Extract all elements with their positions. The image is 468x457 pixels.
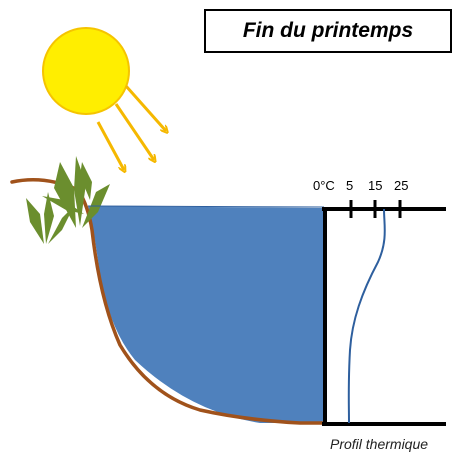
page-title: Fin du printemps xyxy=(242,19,414,42)
water-surface-line xyxy=(87,205,325,208)
scale-label-15: 15 xyxy=(368,178,383,193)
sun-ray-arrows xyxy=(96,85,166,170)
scale-label-25: 25 xyxy=(394,178,409,193)
profile-caption: Profil thermique xyxy=(330,436,429,452)
sun-icon xyxy=(42,27,130,115)
title-box: Fin du printemps xyxy=(204,9,452,53)
scale-label-5: 5 xyxy=(346,178,354,193)
lake-water xyxy=(88,206,324,423)
temperature-profile-curve xyxy=(347,208,386,424)
scale-ticks xyxy=(349,200,402,218)
scale-label-0c: 0°C xyxy=(313,178,335,193)
